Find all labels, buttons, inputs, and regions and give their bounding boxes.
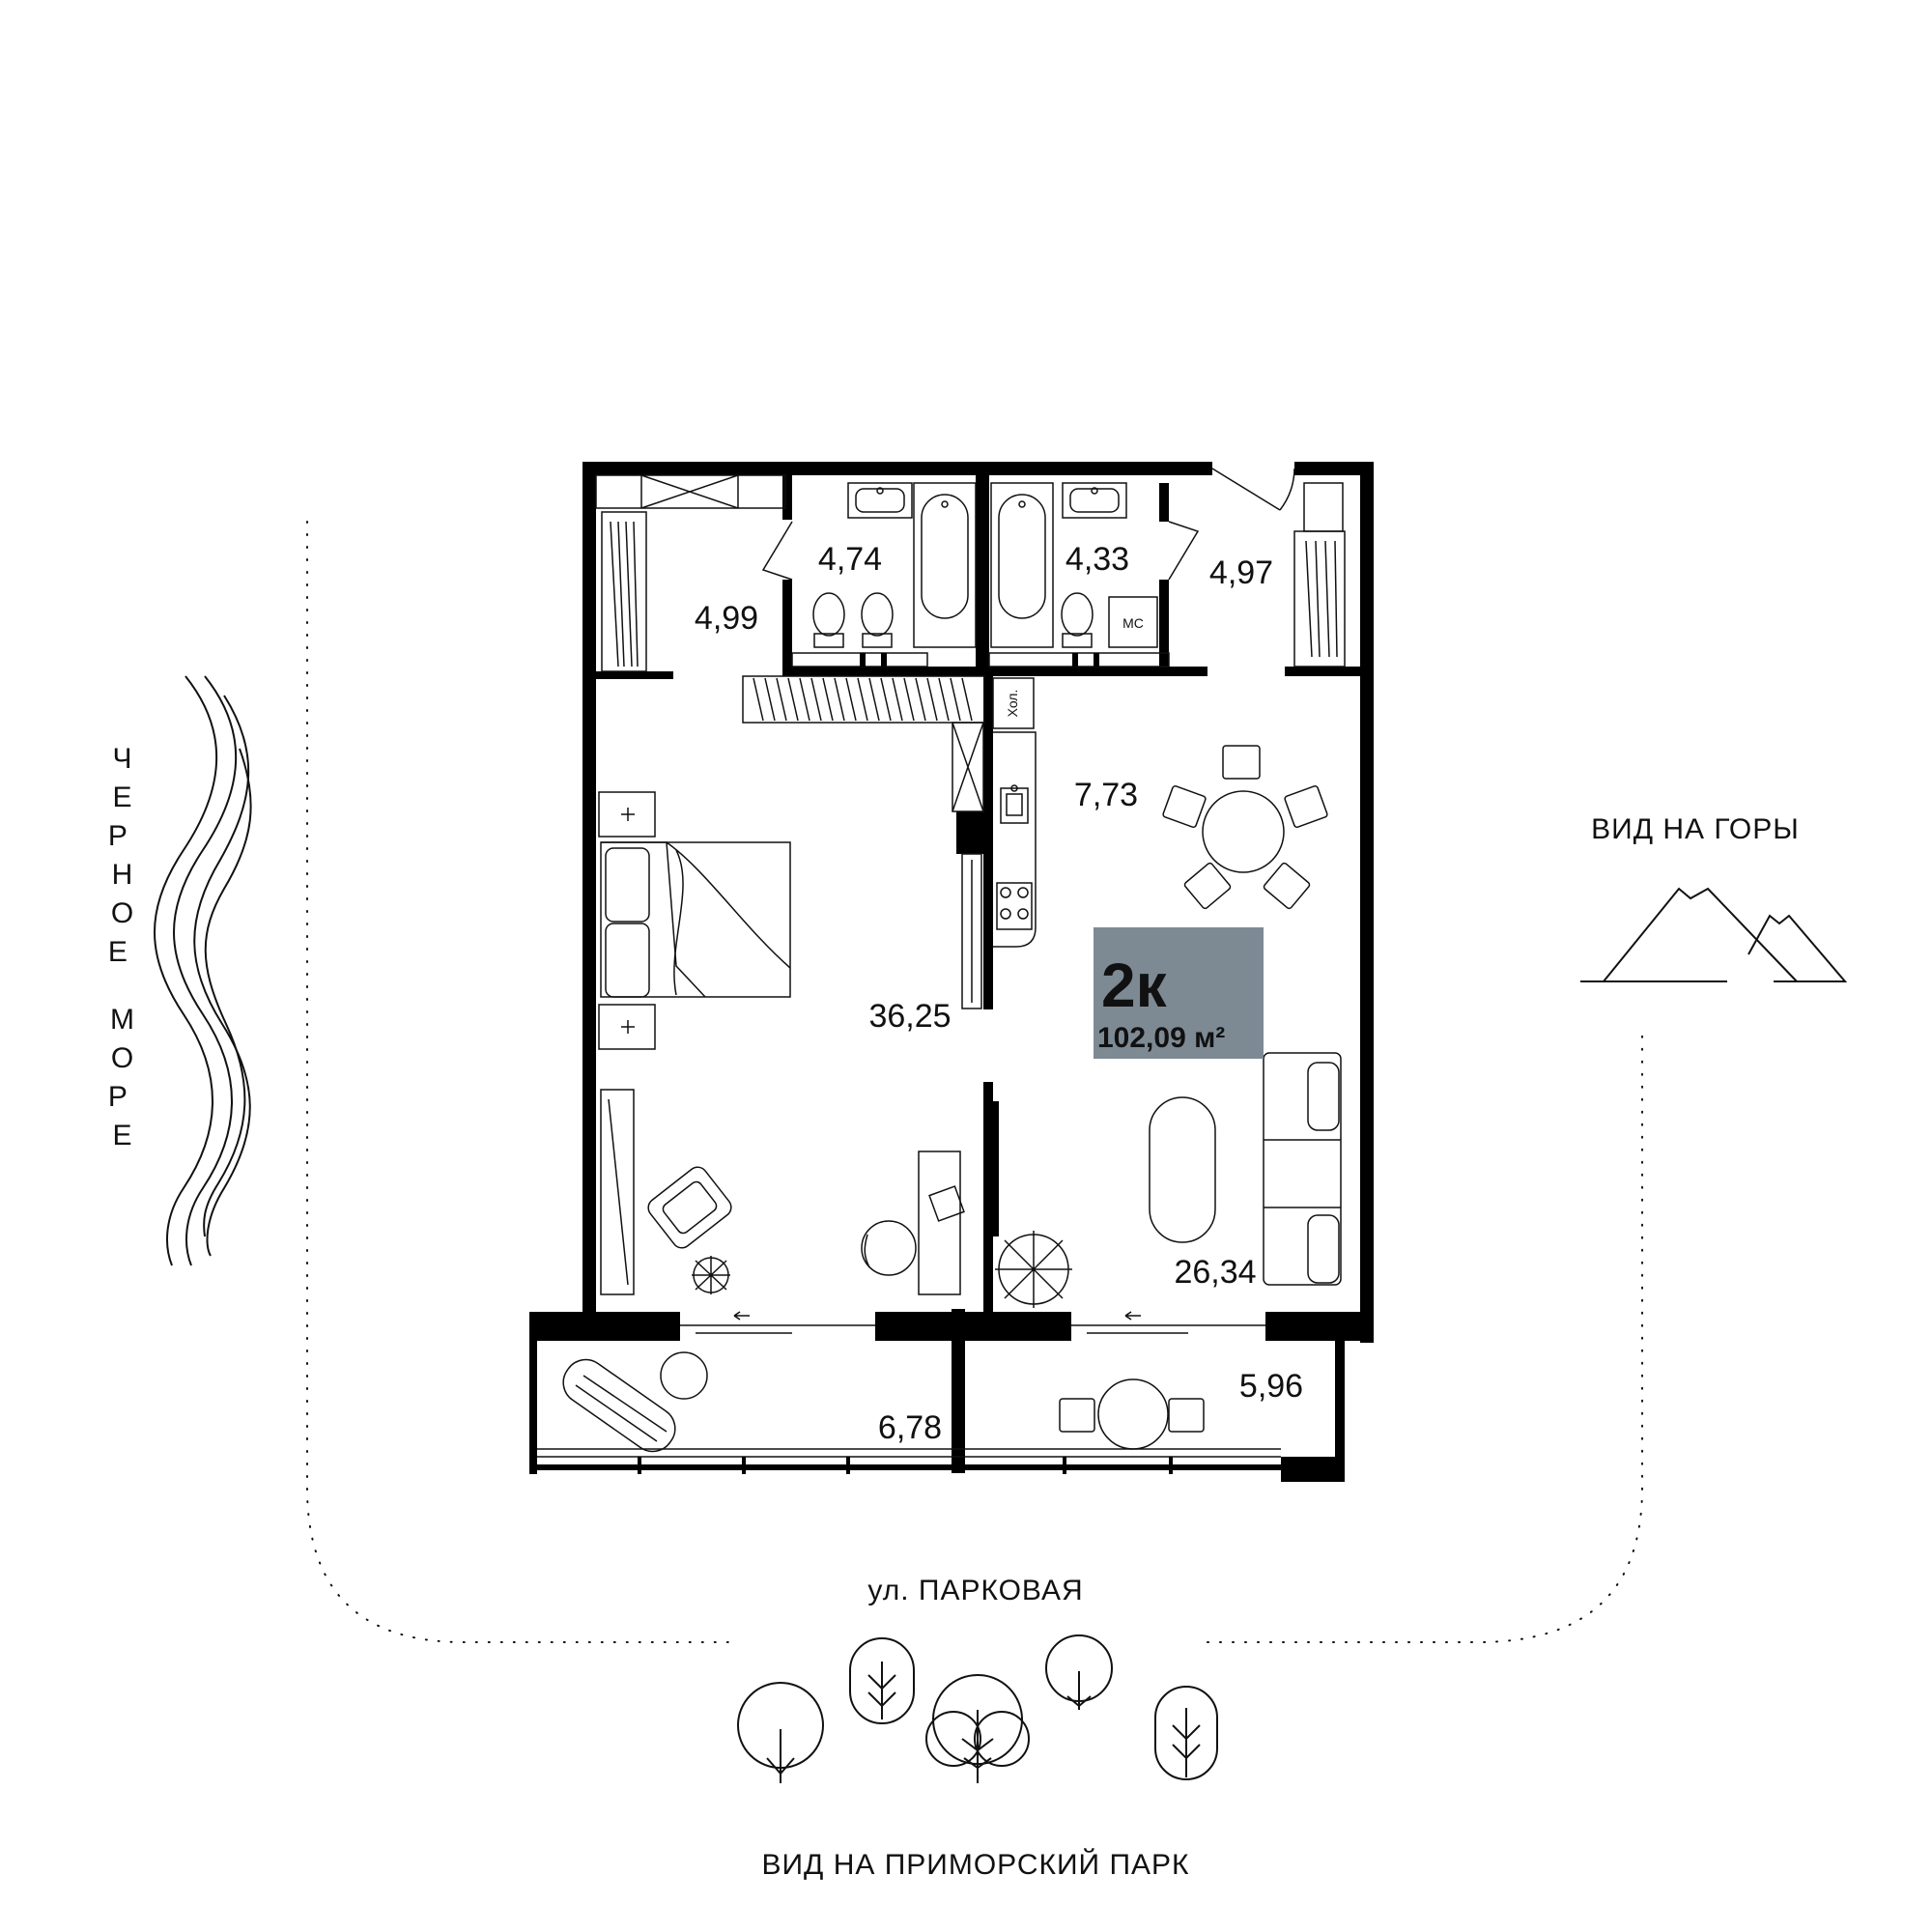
nightstand-icon	[598, 1004, 656, 1050]
area-balcony-2: 5,96	[1239, 1368, 1303, 1405]
interior-walls	[596, 462, 1374, 1473]
toilet-icon	[1061, 592, 1094, 648]
bedroom-tv-unit	[961, 853, 982, 1009]
tree-icon	[925, 1674, 1030, 1783]
tree-icon	[1045, 1634, 1113, 1710]
hall-wardrobe	[1293, 482, 1346, 668]
wardrobe-shelves	[595, 474, 786, 672]
tree-icon	[1154, 1686, 1218, 1780]
badge-background	[1094, 927, 1264, 1059]
tree-icon	[849, 1637, 915, 1724]
bathtub-icon	[990, 482, 1054, 648]
area-kitchen: 7,73	[1074, 777, 1138, 813]
bidet-icon	[861, 592, 894, 648]
kitchen-counter	[993, 731, 1037, 948]
coffee-table-icon	[1149, 1096, 1216, 1243]
area-bedroom: 36,25	[868, 998, 951, 1035]
entrance-door	[1211, 468, 1295, 511]
apartment-total-area: 102,09 м²	[1097, 1022, 1225, 1054]
fridge-label: Хол.	[1005, 690, 1020, 718]
armchair-icon	[647, 1166, 732, 1249]
closet-icon	[600, 1089, 635, 1295]
fridge-icon: Хол.	[992, 677, 1035, 729]
toilet-icon	[812, 592, 845, 648]
balcony-table-icon	[1059, 1378, 1205, 1450]
apartment-badge: 2к 102,09 м²	[1094, 927, 1264, 1059]
chair-icon	[861, 1220, 917, 1276]
mountains-label: ВИД НА ГОРЫ	[1591, 813, 1800, 845]
dining-table-icon	[1162, 745, 1328, 910]
area-bath-2: 4,33	[1065, 541, 1129, 578]
area-balcony-1: 6,78	[878, 1409, 942, 1446]
area-bath-1: 4,74	[818, 541, 882, 578]
bed-icon	[600, 841, 791, 998]
mountains-icon	[1580, 887, 1848, 982]
apartment-type: 2к	[1101, 951, 1168, 1020]
balcony-glazing	[529, 1448, 1283, 1474]
pipe-shaft	[791, 652, 928, 668]
stove-icon	[996, 882, 1033, 930]
tv-icon	[993, 1101, 999, 1236]
plant-icon	[692, 1256, 730, 1294]
park-label: ВИД НА ПРИМОРСКИЙ ПАРК	[761, 1848, 1189, 1881]
area-living: 26,34	[1174, 1254, 1256, 1291]
sofa-icon	[1263, 1052, 1342, 1286]
tree-icon	[737, 1682, 824, 1783]
sink-icon	[847, 482, 913, 519]
balcony-table-icon	[660, 1351, 708, 1400]
bathroom-door	[1168, 521, 1200, 581]
pipe-shaft	[988, 652, 1170, 668]
area-wardrobe: 4,99	[695, 600, 758, 637]
hall-wardrobe	[742, 675, 985, 812]
exterior-walls	[529, 462, 1374, 1482]
bathroom-door	[761, 521, 793, 581]
sea-waves-icon	[154, 675, 252, 1266]
sink-icon	[1062, 482, 1127, 519]
area-hall: 4,97	[1209, 554, 1273, 591]
plant-icon	[995, 1231, 1072, 1308]
site-boundary	[306, 521, 1643, 1643]
sliding-door	[1071, 1311, 1265, 1334]
street-label: ул. ПАРКОВАЯ	[867, 1575, 1083, 1606]
lounger-icon	[562, 1358, 676, 1453]
desk-icon	[918, 1151, 965, 1295]
washing-machine-icon: МС	[1108, 596, 1158, 648]
sliding-door	[680, 1311, 875, 1334]
nightstand-icon	[598, 791, 656, 838]
bathtub-icon	[913, 482, 977, 648]
washer-label: МС	[1122, 615, 1144, 631]
